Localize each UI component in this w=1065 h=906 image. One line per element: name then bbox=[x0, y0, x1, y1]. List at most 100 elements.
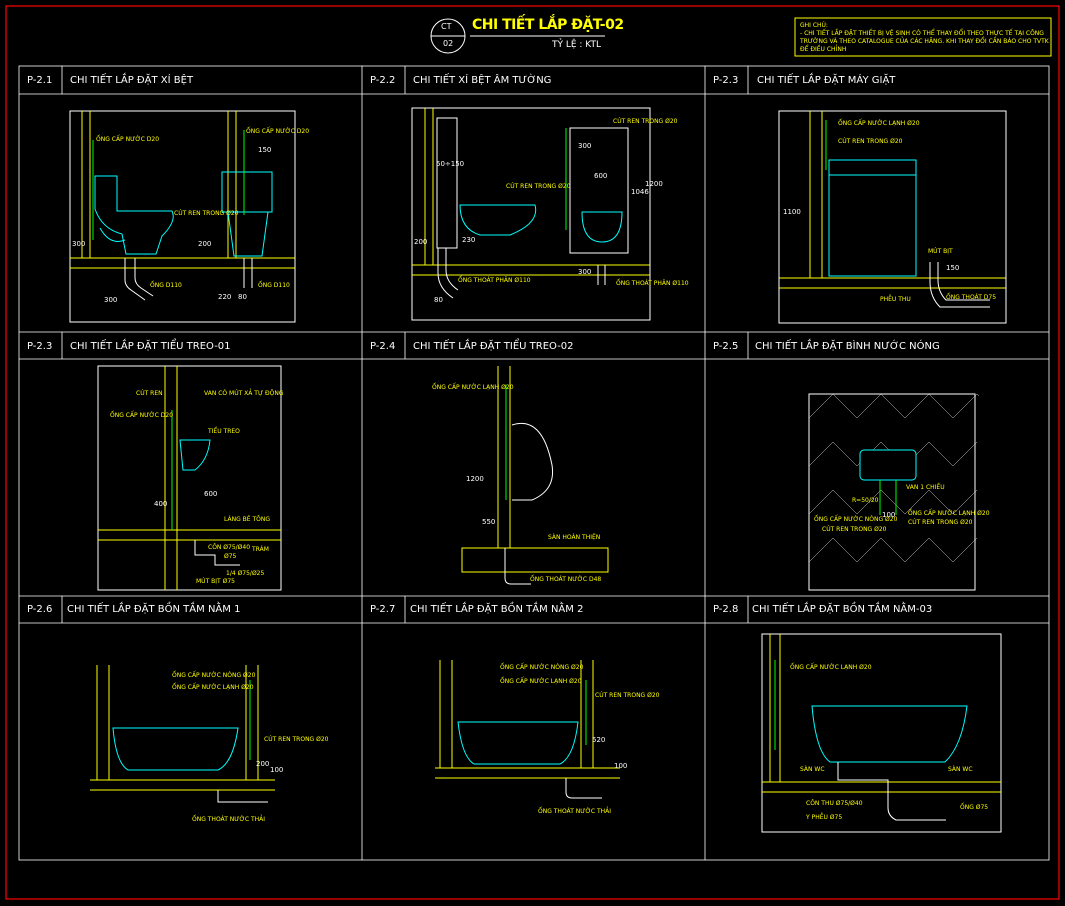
dimension: 300 bbox=[578, 268, 592, 276]
annotation: CÚT REN TRONG Ø20 bbox=[908, 519, 973, 526]
annotation: ỐNG CẤP NƯỚC LẠNH Ø20 bbox=[432, 384, 514, 391]
ref-bottom: 02 bbox=[443, 39, 454, 48]
annotation: ỐNG CẤP NƯỚC D20 bbox=[110, 412, 174, 419]
annotation: ỐNG CẤP NƯỚC NÓNG Ø20 bbox=[172, 672, 256, 679]
annotation: MÚT BỊT Ø75 bbox=[196, 578, 235, 585]
panel-title: CHI TIẾT LẮP ĐẶT BỒN TẮM NẰM-03 bbox=[752, 604, 933, 615]
panel-code: P-2.7 bbox=[370, 604, 396, 615]
annotation: TIỂU TREO bbox=[208, 428, 240, 435]
panel-code: P-2.5 bbox=[713, 341, 739, 352]
dimension: 300 bbox=[72, 240, 86, 248]
panel-title: CHI TIẾT LẮP ĐẶT BỒN TẮM NẰM 1 bbox=[67, 604, 241, 615]
dimension: 150 bbox=[946, 264, 960, 272]
dimension: 200 bbox=[256, 760, 270, 768]
panel-title: CHI TIẾT LẮP ĐẶT TIỂU TREO-01 bbox=[70, 341, 231, 352]
panel-code: P-2.3 bbox=[27, 341, 53, 352]
panel-code: P-2.6 bbox=[27, 604, 53, 615]
dimension: 1200 bbox=[466, 475, 484, 483]
panel-code: P-2.4 bbox=[370, 341, 396, 352]
dimension: 1200 bbox=[645, 180, 663, 188]
annotation: ỐNG THOÁT D75 bbox=[946, 294, 997, 301]
dimension: 200 bbox=[414, 238, 428, 246]
annotation: R=50/20 bbox=[852, 497, 879, 504]
annotation: CÚT REN TRONG Ø20 bbox=[822, 526, 887, 533]
annotation: CÔN THU Ø75/Ø40 bbox=[806, 800, 863, 807]
panel-title: CHI TIẾT LẮP ĐẶT TIỂU TREO-02 bbox=[413, 341, 574, 352]
panel-code: P-2.2 bbox=[370, 75, 396, 86]
annotation: 1/4 Ø75/Ø25 bbox=[226, 570, 265, 577]
annotation: CÚT REN TRONG Ø20 bbox=[506, 183, 571, 190]
drawing-binh-nuoc-nong bbox=[808, 393, 980, 591]
annotation: ỐNG CẤP NƯỚC D20 bbox=[96, 136, 160, 143]
dimension: 1046 bbox=[631, 188, 649, 196]
panel-title: CHI TIẾT LẮP ĐẶT MÁY GIẶT bbox=[757, 75, 896, 86]
annotation: ỐNG Ø75 bbox=[960, 804, 989, 811]
annotation: Ø75 bbox=[224, 553, 237, 560]
annotation: ỐNG CẤP NƯỚC NÓNG Ø20 bbox=[814, 516, 898, 523]
sheet-title: CHI TIẾT LẮP ĐẶT-02 bbox=[472, 17, 624, 33]
annotation: ỐNG THOÁT NƯỚC D48 bbox=[530, 576, 602, 583]
drawing-tieu-treo-02 bbox=[461, 366, 609, 585]
annotation: CÚT REN TRONG Ø20 bbox=[838, 138, 903, 145]
annotation: MÚT BỊT bbox=[928, 248, 953, 255]
annotation: SÀN HOÀN THIỆN bbox=[548, 534, 601, 541]
note-title: GHI CHÚ: bbox=[800, 22, 828, 29]
dimension: 100 bbox=[270, 766, 284, 774]
drawing-bon-tam-03 bbox=[761, 633, 1002, 833]
annotation: ỐNG THOÁT PHÂN Ø110 bbox=[458, 277, 531, 284]
dimension: 100 bbox=[882, 511, 896, 519]
ref-top: CT bbox=[441, 22, 452, 31]
dimension: 1100 bbox=[783, 208, 801, 216]
annotation: ỐNG CẤP NƯỚC LẠNH Ø20 bbox=[908, 510, 990, 517]
annotation: ỐNG CẤP NƯỚC LẠNH Ø20 bbox=[790, 664, 872, 671]
dimension: 80 bbox=[238, 293, 247, 301]
drawing-xi-bet bbox=[69, 110, 296, 323]
dimension: 400 bbox=[154, 500, 168, 508]
drawing-xi-bet-am-tuong bbox=[411, 107, 651, 321]
annotation: ỐNG CẤP NƯỚC LẠNH Ø20 bbox=[838, 120, 920, 127]
drawing-bon-tam-1 bbox=[90, 665, 275, 803]
dimension: 300 bbox=[104, 296, 118, 304]
dimension: 230 bbox=[462, 236, 476, 244]
dimension: 300 bbox=[578, 142, 592, 150]
annotation: PHỄU THU bbox=[880, 296, 911, 303]
annotation: VAN CÓ MÚT XẢ TỰ ĐỘNG bbox=[204, 390, 284, 397]
dimension: 80 bbox=[434, 296, 443, 304]
annotation: ỐNG CẤP NƯỚC LẠNH Ø20 bbox=[500, 678, 582, 685]
drawing-bon-tam-2 bbox=[435, 660, 620, 799]
panel-title: CHI TIẾT XÍ BỆT ÂM TƯỜNG bbox=[413, 75, 552, 86]
annotation: SÀN WC bbox=[800, 766, 825, 773]
annotation: VAN 1 CHIỀU bbox=[906, 484, 945, 491]
drawing-tieu-treo-01 bbox=[97, 365, 282, 591]
notes-box bbox=[794, 17, 1052, 57]
annotation: ỐNG THOÁT NƯỚC THẢI bbox=[192, 816, 266, 823]
annotation: ỐNG THOÁT PHÂN Ø110 bbox=[616, 280, 689, 287]
annotation: CÚT REN TRONG Ø20 bbox=[264, 736, 329, 743]
annotation: CÚT REN TRONG Ø20 bbox=[174, 210, 239, 217]
note-body: - CHI TIẾT LẮP ĐẶT THIẾT BỊ VỆ SINH CÓ T… bbox=[800, 30, 1049, 53]
annotation: TRÁM bbox=[252, 546, 269, 553]
annotation: ỐNG D110 bbox=[150, 282, 182, 289]
annotation: SÀN WC bbox=[948, 766, 973, 773]
dimension: 100 bbox=[614, 762, 628, 770]
dimension: 50÷150 bbox=[436, 160, 465, 168]
annotation: Y PHỄU Ø75 bbox=[806, 814, 843, 821]
dimension: 220 bbox=[218, 293, 232, 301]
sheet-scale: TỶ LỆ : KTL bbox=[552, 40, 602, 50]
dimension: 550 bbox=[482, 518, 496, 526]
dimension: 520 bbox=[592, 736, 606, 744]
panel-title: CHI TIẾT LẮP ĐẶT BỒN TẮM NẰM 2 bbox=[410, 604, 584, 615]
notes-block: GHI CHÚ: - CHI TIẾT LẮP ĐẶT THIẾT BỊ VỆ … bbox=[800, 22, 1050, 54]
dimension: 150 bbox=[258, 146, 272, 154]
annotation: CÚT REN bbox=[136, 390, 163, 397]
annotation: CÔN Ø75/Ø40 bbox=[208, 544, 251, 551]
annotation: ỐNG CẤP NƯỚC LẠNH Ø20 bbox=[172, 684, 254, 691]
annotation: LÁNG BÊ TÔNG bbox=[224, 516, 270, 523]
panel-code: P-2.1 bbox=[27, 75, 53, 86]
panel-title: CHI TIẾT LẮP ĐẶT XÍ BỆT bbox=[70, 75, 194, 86]
panel-code: P-2.8 bbox=[713, 604, 739, 615]
annotation: ỐNG CẤP NƯỚC D20 bbox=[246, 128, 310, 135]
dimension: 600 bbox=[204, 490, 218, 498]
sheet-border bbox=[5, 5, 1060, 900]
